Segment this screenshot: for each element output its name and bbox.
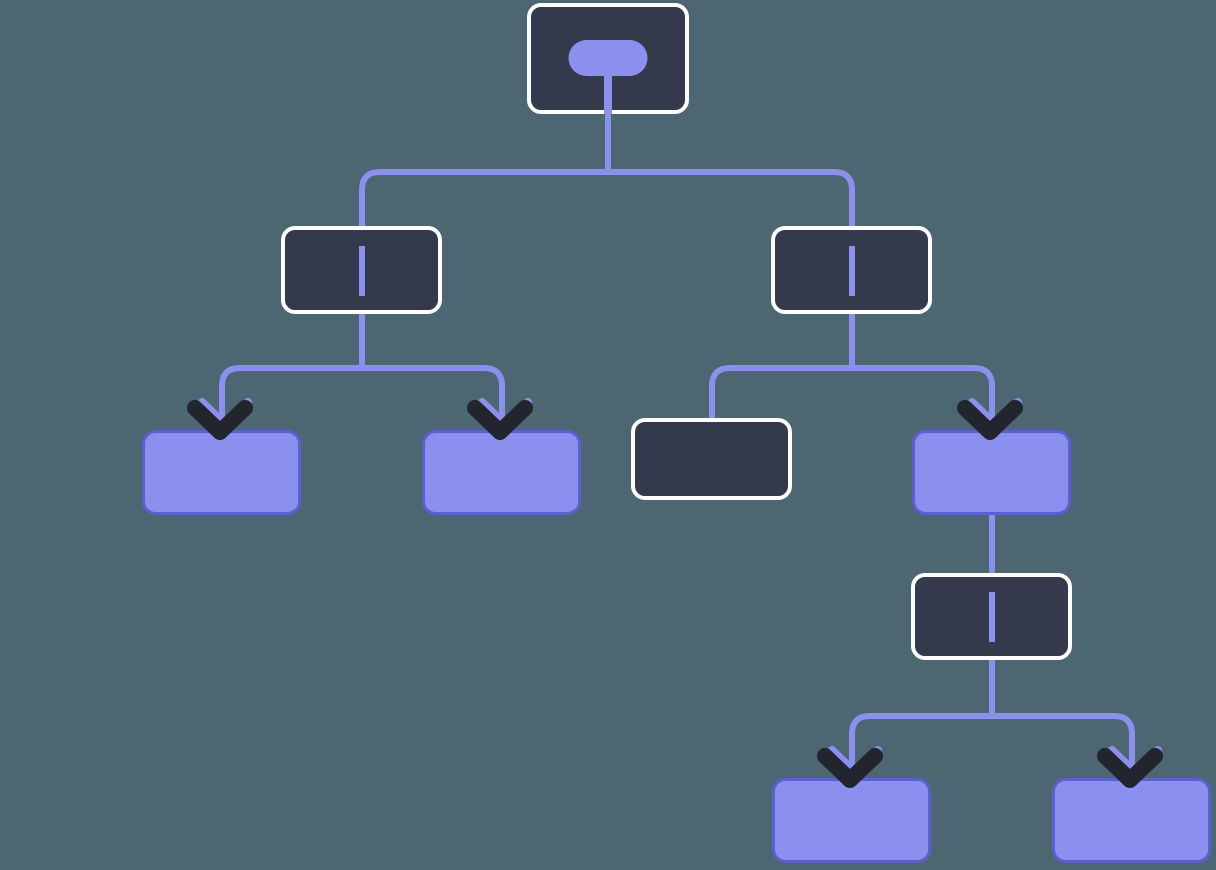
edge-layer xyxy=(219,114,1135,778)
root-marker-pill xyxy=(568,40,648,76)
arrowhead-chevron-dark xyxy=(187,400,253,440)
arrowhead-leaf-node-1 xyxy=(187,398,253,440)
inner-line-layer xyxy=(359,246,995,642)
leaf-node-2[interactable] xyxy=(422,430,581,515)
arrowhead-leaf-node-3 xyxy=(817,746,883,788)
arrowhead-chevron-dark xyxy=(957,400,1023,440)
root-pill-marker xyxy=(568,40,648,114)
leaf-node-1[interactable] xyxy=(142,430,301,515)
arrowhead-leaf-node-2 xyxy=(467,398,533,440)
arrowhead-layer xyxy=(187,398,1163,788)
edge-root-to-branches[interactable] xyxy=(359,114,855,226)
leaf-node-3[interactable] xyxy=(772,778,931,863)
arrowhead-chevron-dark xyxy=(817,748,883,788)
arrowhead-chevron-dark xyxy=(467,400,533,440)
leaf-node-4[interactable] xyxy=(1052,778,1211,863)
arrowhead-branch-node-lower xyxy=(957,398,1023,440)
marker-layer xyxy=(568,40,648,114)
node-layer xyxy=(142,3,1211,863)
arrowhead-chevron-dark xyxy=(1097,748,1163,788)
edge-left-branch-to-leaves[interactable] xyxy=(219,314,505,430)
edge-right-branch-to-children[interactable] xyxy=(709,314,995,430)
branch-node-lower[interactable] xyxy=(912,430,1071,515)
terminal-node-dark[interactable] xyxy=(631,418,792,500)
arrowhead-leaf-node-4 xyxy=(1097,746,1163,788)
root-marker-stem xyxy=(604,58,612,114)
edge-deep-to-leaves[interactable] xyxy=(849,660,1135,778)
